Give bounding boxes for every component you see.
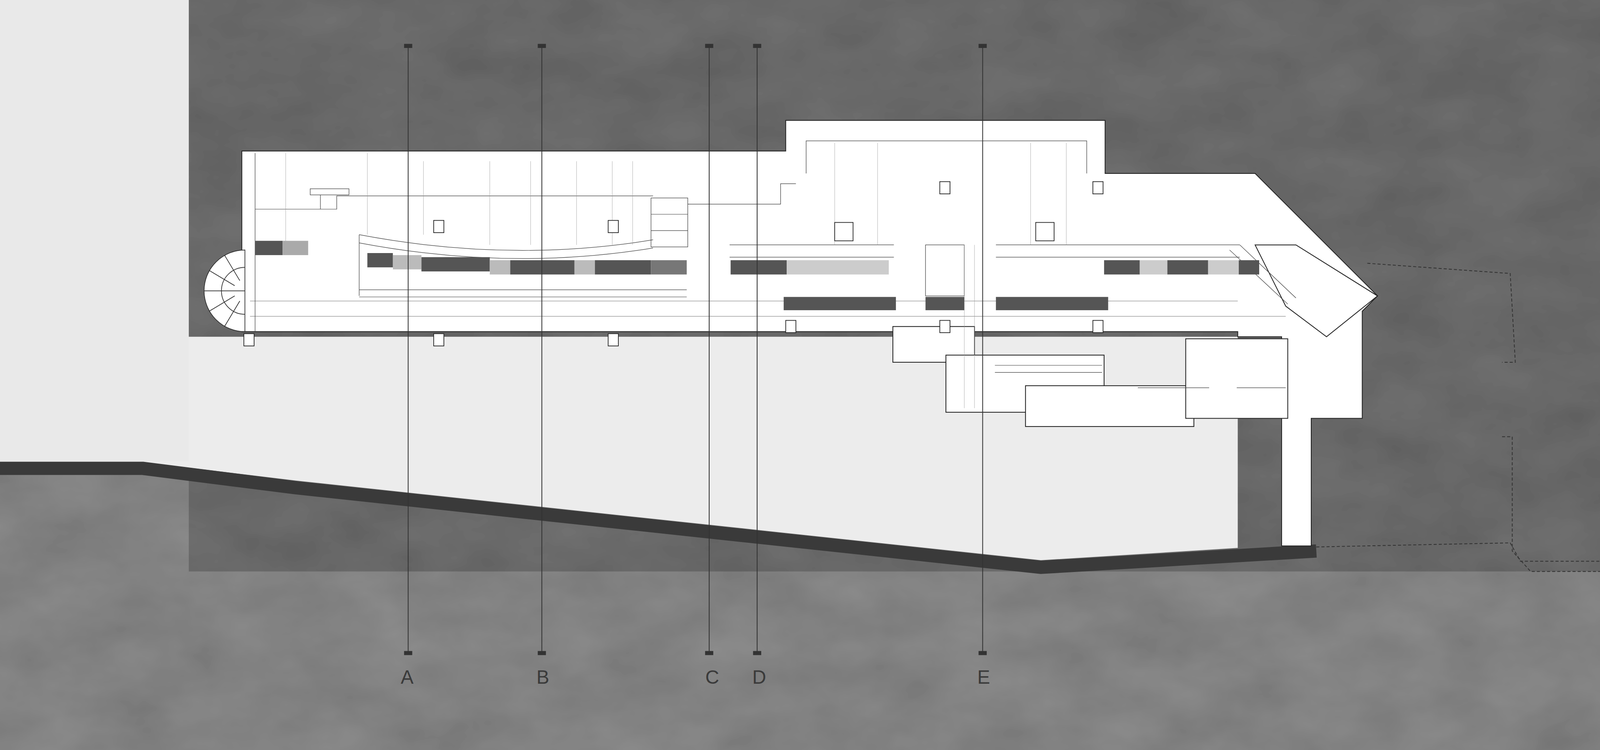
inner-walls: [250, 140, 1296, 408]
section-label: E: [977, 667, 990, 687]
section-label: C: [705, 667, 720, 687]
section-label: D: [752, 667, 766, 687]
dashed-path: [1367, 262, 1516, 362]
building: [241, 120, 1378, 546]
section-label: A: [400, 667, 414, 687]
spiral-stair: [204, 250, 245, 332]
columns: [243, 181, 1103, 346]
section-line: [408, 45, 983, 653]
section-label: B: [536, 667, 550, 687]
retaining-wall: [0, 467, 1317, 567]
dashed-path: [1502, 436, 1600, 572]
terrace-left: [0, 0, 189, 461]
section-marker: [404, 43, 987, 655]
dashed-path: [1316, 542, 1600, 561]
